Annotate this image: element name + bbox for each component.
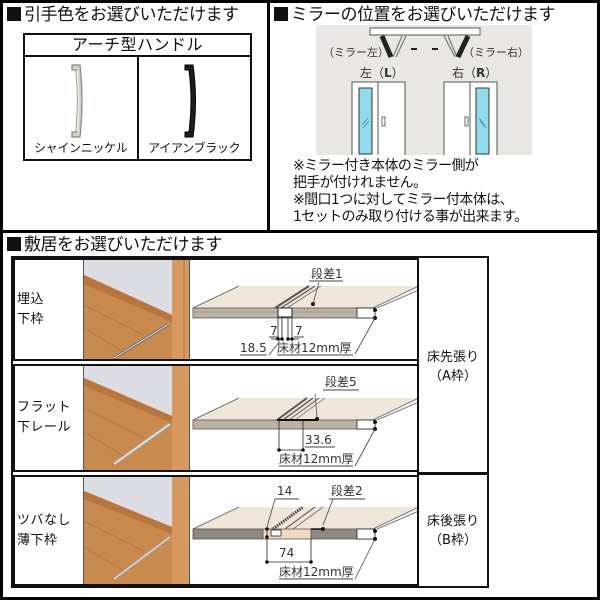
- square-bullet-icon: [7, 7, 21, 21]
- right-door-label: 右（R）: [452, 65, 497, 80]
- left-door-label: 左（L）: [360, 65, 404, 80]
- sill-cross-section-diagram: 段差1 7 7 18.5 床材12mm厚: [191, 260, 420, 359]
- mirror-section-title: ミラーの位置をお選びいただけます: [274, 4, 556, 26]
- sill-section-title: 敷居をお選びいただけます: [7, 234, 223, 256]
- floor-thickness-label: 床材12mm厚: [279, 452, 354, 466]
- dim-label: 7: [270, 324, 278, 338]
- note-line: ※間口1つに対してミラー付本体は、: [293, 192, 514, 208]
- sill-row-flat-rail[interactable]: フラット下レール: [13, 364, 420, 472]
- sill-options-table: 埋込下枠: [11, 256, 489, 588]
- dim-label: 14: [277, 484, 292, 498]
- sill-name-line: 下枠: [17, 311, 45, 327]
- frame-type-line: （A枠）: [429, 368, 477, 384]
- step-label: 段差1: [311, 266, 343, 281]
- floor-photo-image: [84, 260, 189, 359]
- handle-section-title: 引手色をお選びいただけます: [7, 4, 239, 26]
- sill-selection-panel: 敷居をお選びいただけます 埋込下枠: [3, 233, 597, 597]
- sill-section-title-text: 敷居をお選びいただけます: [24, 235, 223, 255]
- frame-type-a[interactable]: 床先張り （A枠）: [417, 258, 487, 475]
- note-line: ※ミラー付き本体のミラー側が: [293, 158, 479, 174]
- sill-name: ツバなし薄下枠: [17, 477, 83, 584]
- dim-label: 74: [279, 546, 294, 560]
- sill-photo: [83, 366, 190, 470]
- mirror-diagram-illustration: （ミラー左） （ミラー右） 左（L） 右（R）: [323, 27, 529, 158]
- sill-name-line: 薄下枠: [17, 532, 58, 548]
- sill-name: フラット下レール: [17, 366, 83, 470]
- sill-name-line: ツバなし: [17, 512, 72, 528]
- step-label: 段差2: [331, 483, 363, 498]
- mirror-position-panel: ミラーの位置をお選びいただけます （ミラー左） （ミラー右） 左（L） 右（R）: [270, 3, 597, 230]
- sill-name-line: フラット: [17, 400, 72, 415]
- handle-section-title-text: 引手色をお選びいただけます: [24, 5, 239, 25]
- dim-label: 18.5: [240, 341, 267, 355]
- note-line: 把手が付けれません。: [293, 175, 427, 191]
- sill-cross-section-diagram: 段差5 33.6 床材12mm厚: [191, 366, 420, 470]
- handle-color-panel: 引手色をお選びいただけます アーチ型ハンドル シャインニッケル アイアンブラック: [3, 3, 267, 230]
- mirror-right-label: （ミラー右）: [463, 45, 529, 59]
- floor-photo-image: [84, 366, 189, 470]
- sill-photo: [83, 260, 190, 359]
- sill-name-line: 下レール: [17, 420, 72, 435]
- dim-label: 7: [295, 324, 303, 338]
- frame-type-line: 床先張り: [426, 349, 479, 365]
- frame-type-b[interactable]: 床後張り （B枠）: [417, 475, 487, 586]
- arch-handle-black-icon: [184, 64, 197, 138]
- cross-section-embedded: 段差1 7 7 18.5 床材12mm厚: [192, 266, 420, 356]
- handle-option-black[interactable]: アイアンブラック: [136, 57, 251, 159]
- cross-section-flat-rail: 段差5 33.6 床材12mm厚: [192, 374, 420, 467]
- floor-thickness-label: 床材12mm厚: [277, 341, 352, 355]
- cross-section-thin-frame: 14 段差2 74 床材12mm厚: [192, 483, 420, 580]
- step-label: 段差5: [325, 374, 357, 389]
- note-line: 1セットのみ取り付ける事が出来ます。: [293, 209, 528, 225]
- sill-row-thin-frame[interactable]: ツバなし薄下枠: [13, 475, 420, 586]
- dim-label: 33.6: [305, 433, 332, 447]
- frame-type-line: 床後張り: [426, 513, 479, 529]
- sill-photo: [83, 477, 190, 584]
- mirror-section-title-text: ミラーの位置をお選びいただけます: [291, 5, 556, 25]
- mirror-notes: ※ミラー付き本体のミラー側が 把手が付けれません。 ※間口1つに対してミラー付本…: [293, 158, 528, 226]
- frame-divider: [417, 472, 487, 475]
- square-bullet-icon: [274, 7, 288, 21]
- handle-option-nickel[interactable]: シャインニッケル: [25, 57, 137, 159]
- sill-name-line: 埋込: [17, 291, 45, 307]
- option-label: シャインニッケル: [33, 141, 128, 155]
- floor-photo-image: [84, 477, 189, 584]
- arch-handle-nickel-icon: [71, 64, 83, 138]
- sill-name: 埋込下枠: [17, 260, 83, 359]
- square-bullet-icon: [7, 237, 21, 251]
- sill-row-embedded[interactable]: 埋込下枠: [13, 258, 420, 361]
- floor-thickness-label: 床材12mm厚: [279, 565, 354, 579]
- mirror-left-label: （ミラー左）: [323, 46, 389, 59]
- frame-type-line: （B枠）: [429, 532, 477, 548]
- mirror-diagram: （ミラー左） （ミラー右） 左（L） 右（R）: [316, 25, 532, 158]
- handle-options-table: アーチ型ハンドル シャインニッケル アイアンブラック: [23, 33, 252, 161]
- option-label: アイアンブラック: [148, 141, 241, 155]
- sill-cross-section-diagram: 14 段差2 74 床材12mm厚: [191, 477, 420, 584]
- handle-type-header: アーチ型ハンドル: [25, 35, 250, 57]
